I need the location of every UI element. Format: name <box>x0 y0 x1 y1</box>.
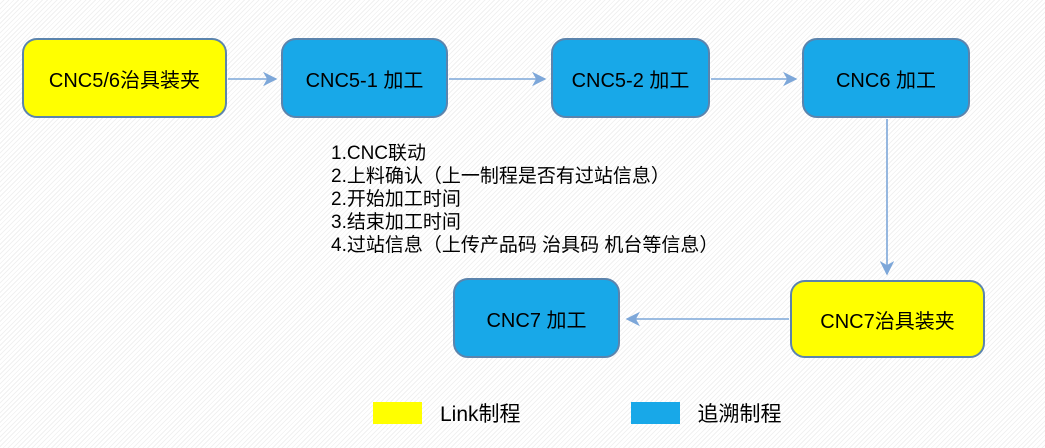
legend-item-trace: 追溯制程 <box>521 398 782 428</box>
flow-node-cnc5-2: CNC5-2 加工 <box>551 38 710 118</box>
annotation-line: 2.上料确认（上一制程是否有过站信息） <box>331 166 670 187</box>
flow-node-label: CNC5-2 加工 <box>571 69 690 92</box>
annotation-line: 4.过站信息（上传产品码 治具码 机台等信息） <box>331 235 719 256</box>
flow-node-label: CNC7 加工 <box>486 309 587 332</box>
flow-node-cnc5-1: CNC5-1 加工 <box>281 38 448 118</box>
flow-node-label: CNC5/6治具装夹 <box>48 69 201 92</box>
annotation-line: 3.结束加工时间 <box>331 212 461 233</box>
legend-swatch-trace <box>630 402 680 424</box>
legend: Link制程 追溯制程 <box>373 399 782 427</box>
flow-node-label: CNC6 加工 <box>835 69 936 92</box>
annotation-line: 1.CNC联动 <box>331 143 427 164</box>
legend-swatch-link <box>373 402 422 424</box>
flow-node-label: CNC7治具装夹 <box>820 310 955 333</box>
legend-label-link: Link制程 <box>440 403 521 426</box>
flow-node-cnc7-fixture: CNC7治具装夹 <box>790 280 985 358</box>
flow-node-cnc6: CNC6 加工 <box>802 38 970 118</box>
annotation-line: 2.开始加工时间 <box>331 189 461 210</box>
flow-node-cnc7: CNC7 加工 <box>453 278 620 358</box>
flow-node-cnc56-fixture: CNC5/6治具装夹 <box>22 38 227 118</box>
flow-node-label: CNC5-1 加工 <box>305 69 424 92</box>
legend-label-trace: 追溯制程 <box>697 403 782 426</box>
legend-item-link: Link制程 <box>373 398 521 428</box>
process-annotation: 1.CNC联动 2.上料确认（上一制程是否有过站信息） 2.开始加工时间 3.结… <box>331 142 718 257</box>
